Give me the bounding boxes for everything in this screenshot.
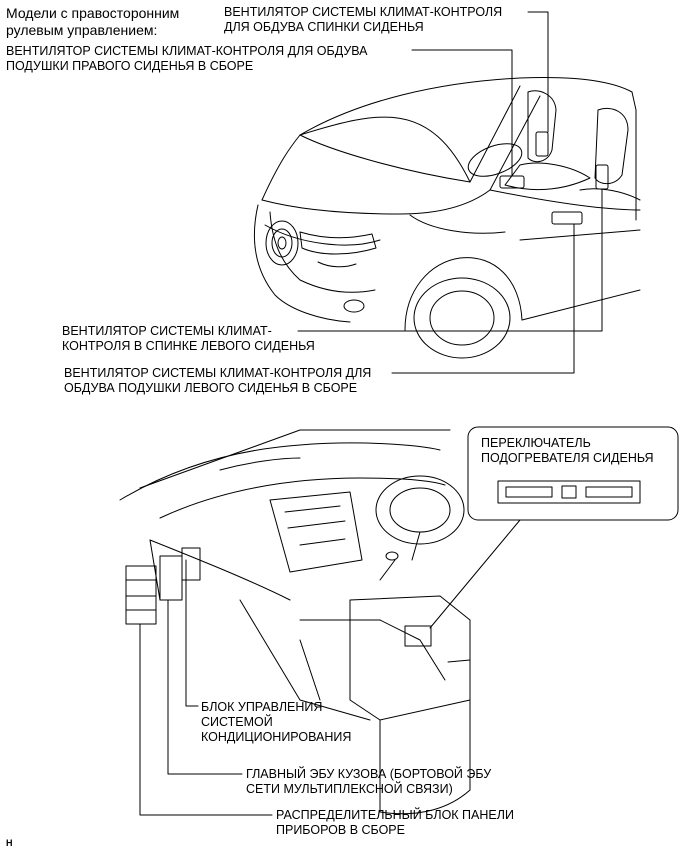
figure-code: H: [6, 838, 13, 848]
label-ac-control: БЛОК УПРАВЛЕНИЯ СИСТЕМОЙ КОНДИЦИОНИРОВАН…: [201, 700, 352, 744]
label-right-cushion-fan: ВЕНТИЛЯТОР СИСТЕМЫ КЛИМАТ-КОНТРОЛЯ ДЛЯ О…: [6, 44, 368, 73]
label-left-back-fan: ВЕНТИЛЯТОР СИСТЕМЫ КЛИМАТ- КОНТРОЛЯ В СП…: [62, 324, 315, 353]
label-junction-block: РАСПРЕДЕЛИТЕЛЬНЫЙ БЛОК ПАНЕЛИ ПРИБОРОВ В…: [276, 808, 514, 837]
car-drawing: [253, 77, 641, 359]
label-left-cushion-fan: ВЕНТИЛЯТОР СИСТЕМЫ КЛИМАТ-КОНТРОЛЯ ДЛЯ О…: [64, 366, 372, 395]
dash-leader-lines: [139, 559, 273, 816]
label-heater-switch: ПЕРЕКЛЮЧАТЕЛЬ ПОДОГРЕВАТЕЛЯ СИДЕНЬЯ: [481, 436, 654, 465]
label-seat-back-fan: ВЕНТИЛЯТОР СИСТЕМЫ КЛИМАТ-КОНТРОЛЯ ДЛЯ О…: [224, 5, 503, 34]
car-leader-lines: [297, 11, 603, 374]
label-main-body-ecu: ГЛАВНЫЙ ЭБУ КУЗОВА (БОРТОВОЙ ЭБУ СЕТИ МУ…: [246, 767, 492, 796]
dashboard-drawing: [119, 429, 471, 815]
heater-switch-inset: [429, 426, 679, 629]
diagram-heading: Модели с правосторонним рулевым управлен…: [6, 5, 180, 38]
